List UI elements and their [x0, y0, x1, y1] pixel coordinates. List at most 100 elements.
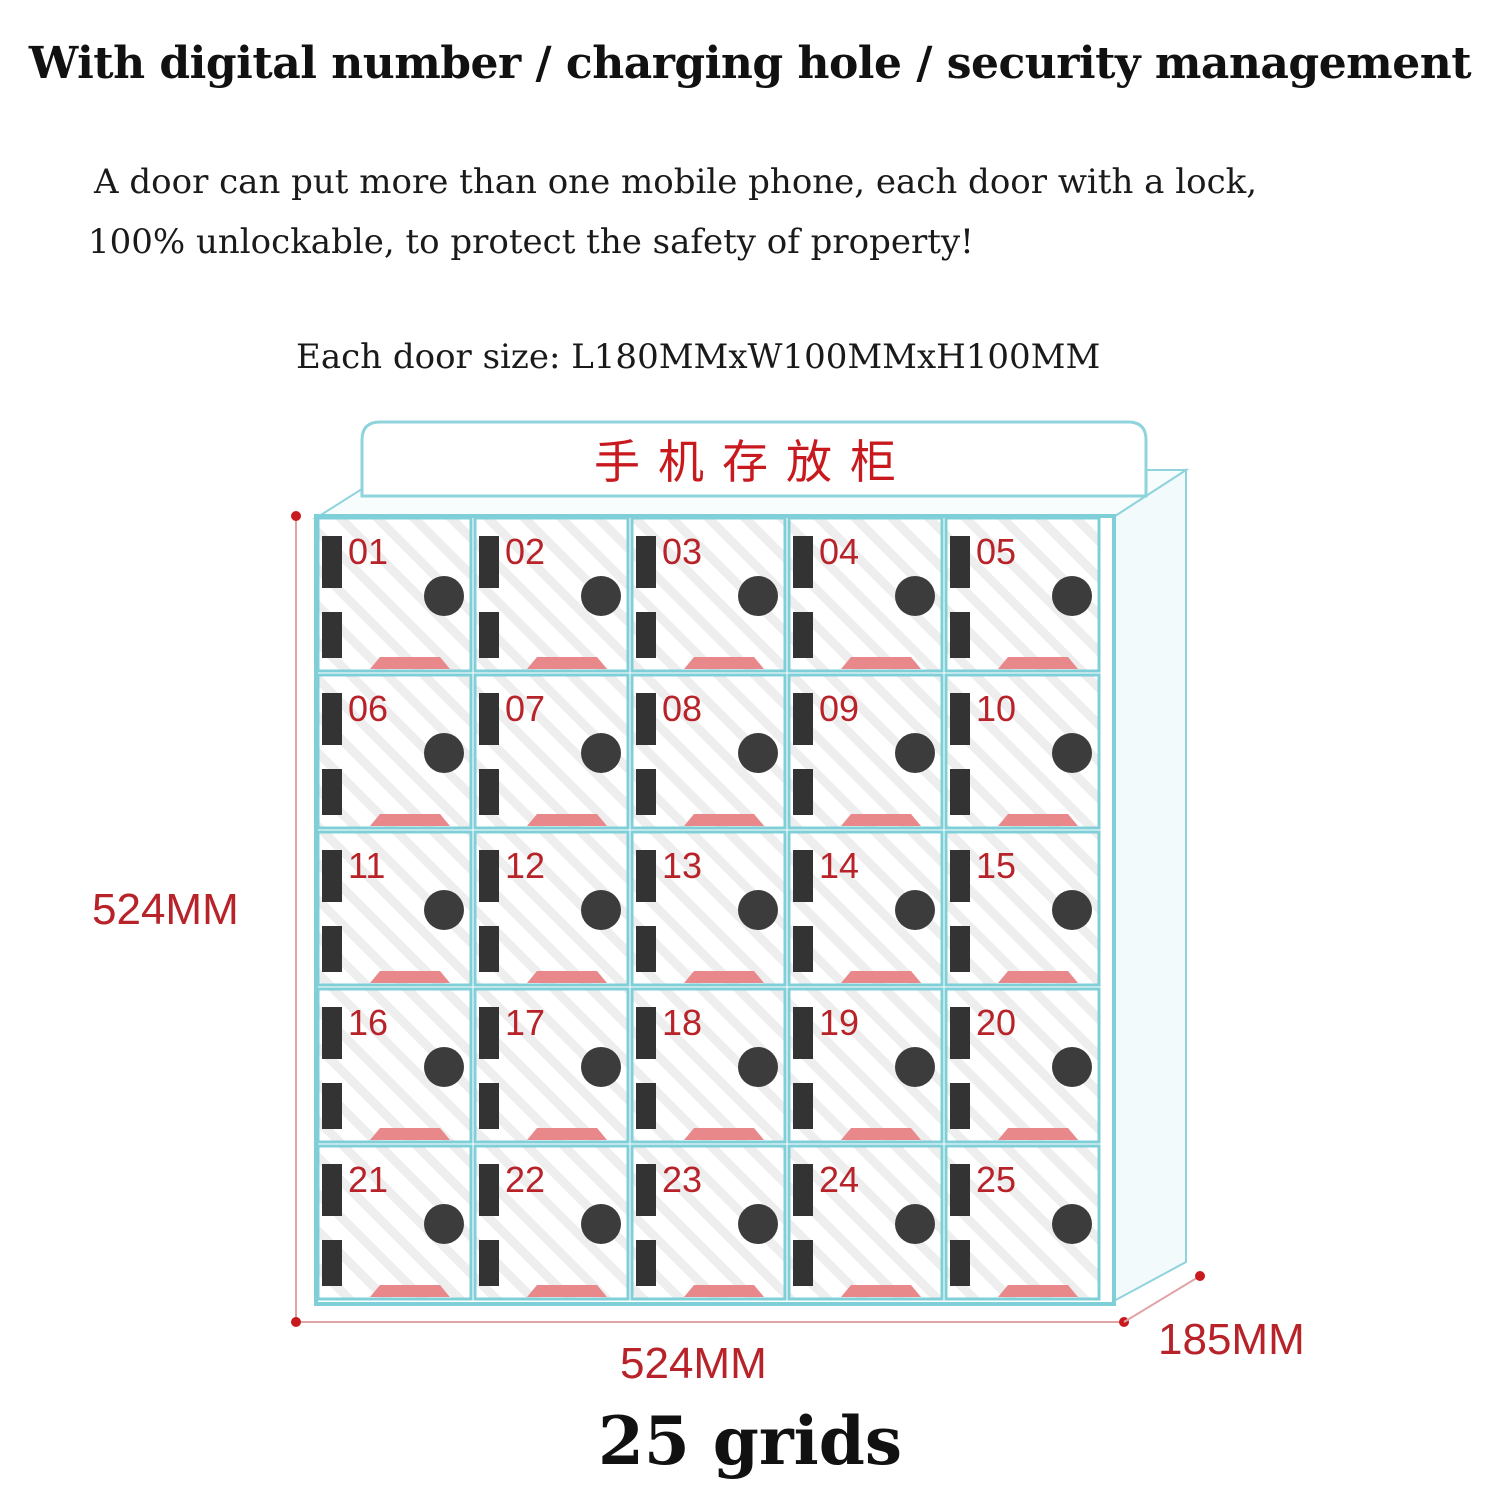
locker-door[interactable]: 15 [944, 830, 1101, 987]
hinge-top [322, 1007, 342, 1059]
locker-door[interactable]: 25 [944, 1144, 1101, 1301]
hinge-bottom [479, 1240, 499, 1286]
locker-door[interactable]: 11 [316, 830, 473, 987]
hinge-top [322, 536, 342, 588]
door-number: 01 [348, 531, 388, 572]
description-line-1: A door can put more than one mobile phon… [94, 162, 1258, 202]
door-number: 05 [976, 531, 1016, 572]
lock-icon [1052, 890, 1092, 930]
charging-hole-icon [841, 657, 921, 669]
height-dimension-label: 524MM [92, 885, 239, 934]
charging-hole-icon [527, 971, 607, 983]
locker-door[interactable]: 20 [944, 987, 1101, 1144]
locker-door[interactable]: 06 [316, 673, 473, 830]
locker-door[interactable]: 09 [787, 673, 944, 830]
hinge-bottom [793, 926, 813, 972]
locker-door[interactable]: 17 [473, 987, 630, 1144]
locker-door[interactable]: 24 [787, 1144, 944, 1301]
hinge-bottom [479, 1083, 499, 1129]
locker-door[interactable]: 19 [787, 987, 944, 1144]
hinge-bottom [479, 769, 499, 815]
door-number: 12 [505, 845, 545, 886]
cabinet-sign-text: 手机存放柜 [594, 435, 914, 489]
hinge-bottom [322, 1083, 342, 1129]
door-number: 25 [976, 1159, 1016, 1200]
hinge-top [950, 536, 970, 588]
hinge-top [479, 850, 499, 902]
lock-icon [581, 576, 621, 616]
door-size-text: Each door size: L180MMxW100MMxH100MM [296, 337, 1101, 377]
lock-icon [581, 733, 621, 773]
hinge-bottom [636, 612, 656, 658]
door-number: 08 [662, 688, 702, 729]
hinge-top [479, 536, 499, 588]
locker-door[interactable]: 08 [630, 673, 787, 830]
description-line-2: 100% unlockable, to protect the safety o… [88, 222, 974, 262]
door-number: 09 [819, 688, 859, 729]
locker-door[interactable]: 18 [630, 987, 787, 1144]
hinge-bottom [950, 769, 970, 815]
headline: With digital number / charging hole / se… [28, 38, 1472, 89]
hinge-bottom [793, 1083, 813, 1129]
door-number: 17 [505, 1002, 545, 1043]
hinge-bottom [322, 612, 342, 658]
depth-dimension-dot [1195, 1271, 1205, 1281]
hinge-top [636, 536, 656, 588]
lock-icon [738, 733, 778, 773]
door-number: 22 [505, 1159, 545, 1200]
charging-hole-icon [998, 657, 1078, 669]
lock-icon [738, 1047, 778, 1087]
lock-icon [581, 1047, 621, 1087]
lock-icon [738, 1204, 778, 1244]
lock-icon [1052, 733, 1092, 773]
locker-door[interactable]: 14 [787, 830, 944, 987]
door-number: 06 [348, 688, 388, 729]
door-number: 16 [348, 1002, 388, 1043]
door-number: 10 [976, 688, 1016, 729]
charging-hole-icon [998, 1285, 1078, 1297]
charging-hole-icon [527, 657, 607, 669]
charging-hole-icon [370, 657, 450, 669]
locker-door[interactable]: 04 [787, 516, 944, 673]
hinge-bottom [793, 612, 813, 658]
hinge-top [793, 693, 813, 745]
width-dimension-left-dot [291, 1317, 301, 1327]
door-number: 23 [662, 1159, 702, 1200]
lock-icon [1052, 576, 1092, 616]
door-panel [316, 830, 473, 987]
charging-hole-icon [998, 971, 1078, 983]
charging-hole-icon [370, 1285, 450, 1297]
locker-door[interactable]: 07 [473, 673, 630, 830]
lock-icon [895, 576, 935, 616]
hinge-bottom [322, 1240, 342, 1286]
lock-icon [424, 1204, 464, 1244]
cabinet-sign-board [360, 420, 1148, 498]
lock-icon [424, 576, 464, 616]
lock-icon [738, 890, 778, 930]
door-number: 13 [662, 845, 702, 886]
locker-door[interactable]: 12 [473, 830, 630, 987]
width-dimension-label: 524MM [620, 1339, 767, 1388]
locker-door[interactable]: 10 [944, 673, 1101, 830]
locker-door[interactable]: 16 [316, 987, 473, 1144]
hinge-bottom [793, 769, 813, 815]
locker-door[interactable]: 03 [630, 516, 787, 673]
lock-icon [581, 1204, 621, 1244]
depth-dimension-line [1123, 1275, 1201, 1323]
locker-door[interactable]: 23 [630, 1144, 787, 1301]
charging-hole-icon [684, 1285, 764, 1297]
locker-door[interactable]: 13 [630, 830, 787, 987]
locker-door[interactable]: 22 [473, 1144, 630, 1301]
door-number: 20 [976, 1002, 1016, 1043]
hinge-top [950, 1007, 970, 1059]
locker-door[interactable]: 21 [316, 1144, 473, 1301]
hinge-top [793, 536, 813, 588]
lock-icon [738, 576, 778, 616]
charging-hole-icon [527, 1285, 607, 1297]
locker-door[interactable]: 01 [316, 516, 473, 673]
charging-hole-icon [841, 1128, 921, 1140]
locker-door[interactable]: 02 [473, 516, 630, 673]
locker-door[interactable]: 05 [944, 516, 1101, 673]
hinge-bottom [636, 1240, 656, 1286]
